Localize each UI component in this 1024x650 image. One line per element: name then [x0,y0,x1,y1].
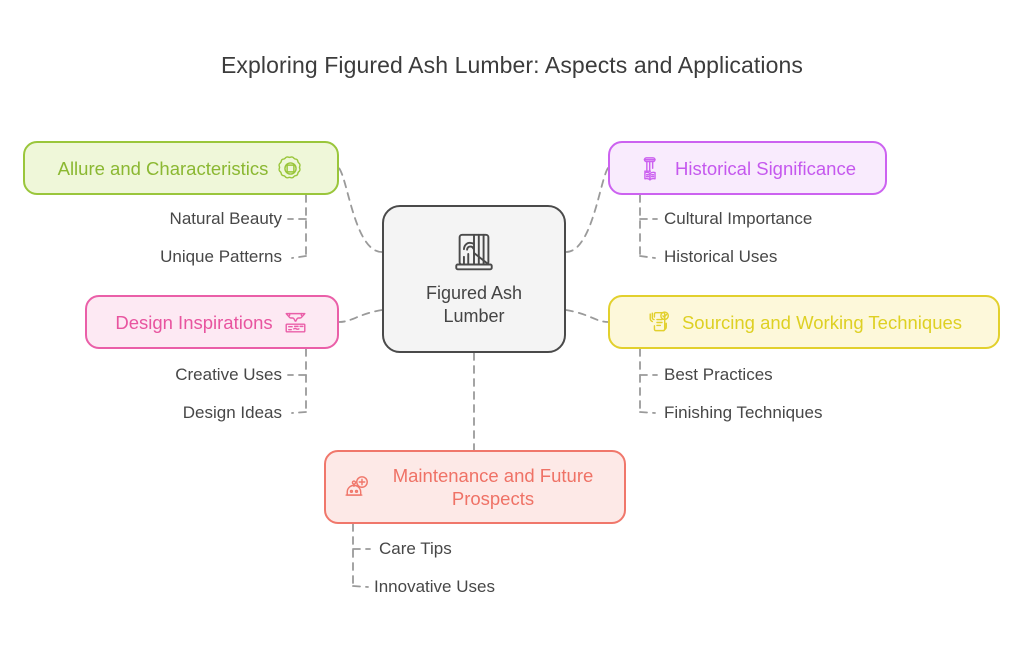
subitem-design-1[interactable]: Design Ideas [182,403,282,422]
connector-sourcing-child-1 [639,411,656,414]
subitem-maintenance-0[interactable]: Care Tips [379,539,452,558]
column-book-icon [643,156,656,181]
connector-historical-child-1 [639,255,656,259]
page-title: Exploring Figured Ash Lumber: Aspects an… [220,52,804,78]
branch-node-sourcing[interactable]: Sourcing and Working Techniques [608,295,1000,349]
branch-label-design: Design Inspirations [115,311,273,333]
checklist-hand-icon [649,310,669,331]
connector-center-design [338,309,383,323]
center-node-label: Figured Ash Lumber [425,283,523,326]
connector-design-child-1 [291,411,307,414]
subitem-sourcing-1[interactable]: Finishing Techniques [664,403,823,422]
branch-node-historical[interactable]: Historical Significance [608,141,887,195]
subitem-sourcing-0[interactable]: Best Practices [664,365,773,384]
robot-plus-icon [345,475,368,496]
drafting-table-icon [285,312,306,332]
center-node[interactable]: Figured Ash Lumber [382,205,566,353]
connector-center-sourcing [565,309,609,323]
branch-label-sourcing: Sourcing and Working Techniques [681,311,963,333]
branch-label-maintenance: Maintenance and Future Prospects [392,465,594,509]
subitem-historical-0[interactable]: Cultural Importance [664,209,813,228]
branch-node-maintenance[interactable]: Maintenance and Future Prospects [324,450,626,524]
branch-label-allure: Allure and Characteristics [57,157,269,179]
branch-label-historical: Historical Significance [675,157,856,179]
lumber-grain-icon [455,233,493,271]
connector-allure-child-1 [291,255,307,259]
connector-maintenance-child-1 [352,585,369,588]
rosette-flower-icon [278,155,302,178]
branch-node-design[interactable]: Design Inspirations [85,295,339,349]
subitem-allure-1[interactable]: Unique Patterns [160,247,282,266]
subitem-historical-1[interactable]: Historical Uses [664,247,778,266]
connector-center-historical [565,167,609,253]
branch-node-allure[interactable]: Allure and Characteristics [23,141,339,195]
subitem-allure-0[interactable]: Natural Beauty [169,209,282,228]
subitem-design-0[interactable]: Creative Uses [175,365,282,384]
subitem-maintenance-1[interactable]: Innovative Uses [374,577,495,596]
connector-center-allure [338,167,383,253]
